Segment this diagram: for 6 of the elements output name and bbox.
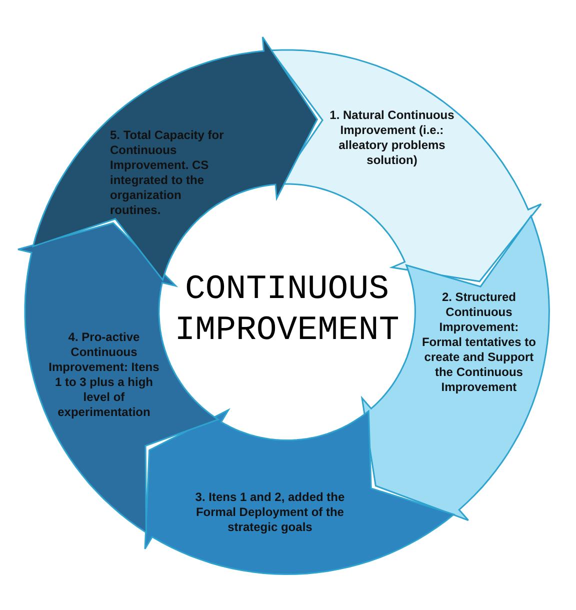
step-text: 5. Total Capacity for Continuous Improvement. CS integrated to the organization routines. bbox=[110, 128, 225, 218]
step-text: 1. Natural Continuous Improvement (i.e.: alleatory problems solution) bbox=[328, 108, 456, 168]
step-text: 3. Itens 1 and 2, added the Formal Deployment of the strategic goals bbox=[194, 490, 346, 535]
step-text: 4. Pro-active Continuous Improvement: Itens 1 to 3 plus a high level of experimentation bbox=[48, 330, 160, 420]
step-text: 2. Structured Continuous Improvement: Formal tentatives to create and Support the Continuous Improvement bbox=[420, 290, 537, 395]
center-title: CONTINUOUS IMPROVEMENT bbox=[174, 270, 400, 352]
